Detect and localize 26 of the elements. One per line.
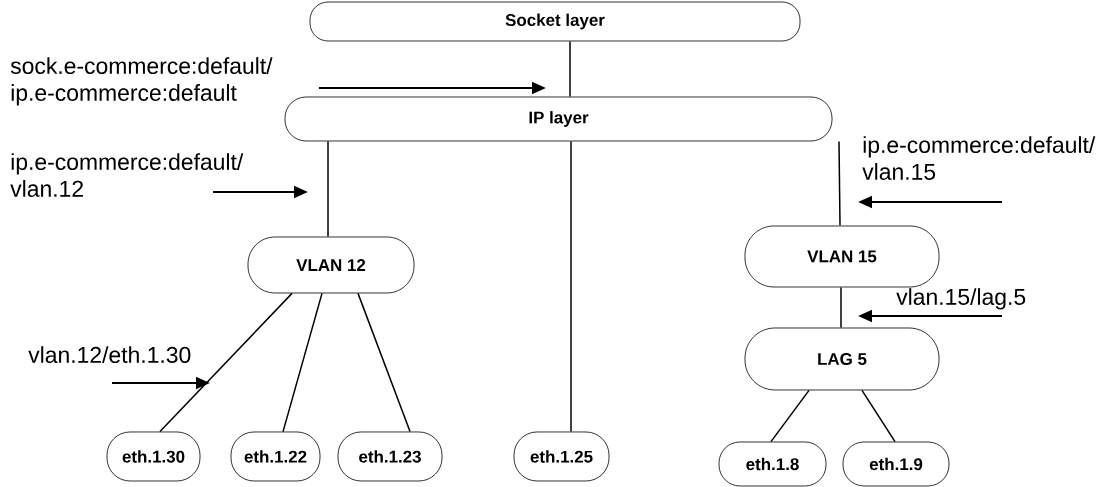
connector-line [569,40,571,98]
interface-label: vlan.12/eth.1.30 [28,346,191,363]
interface-label: sock.e-commerce:default/ ip.e-commerce:default [10,57,273,106]
connector-line [570,140,572,433]
connector-line [840,286,842,329]
rounded-box: eth.1.30 [106,431,201,482]
rounded-box: eth.1.9 [842,441,950,487]
connector-line [282,292,323,433]
rounded-box: eth.1.25 [513,431,610,482]
rounded-box: VLAN 12 [247,236,415,294]
rounded-box: Socket layer [309,1,801,42]
rounded-box: eth.1.23 [337,431,443,482]
connector-line [770,389,810,443]
interface-label: vlan.15/lag.5 [896,288,1026,310]
connector-line [159,292,293,433]
connector-line [861,389,896,443]
connector-line [327,140,329,238]
connector-line [838,140,841,227]
connector-line [357,292,411,433]
rounded-box: eth.1.8 [718,441,827,487]
rounded-box: LAG 5 [744,327,940,391]
interface-label: ip.e-commerce:default/ vlan.12 [10,153,244,197]
interface-label: ip.e-commerce:default/ vlan.15 [862,136,1096,180]
rounded-box: VLAN 15 [744,225,940,288]
rounded-box: IP layer [284,96,833,142]
rounded-box: eth.1.22 [230,431,321,482]
